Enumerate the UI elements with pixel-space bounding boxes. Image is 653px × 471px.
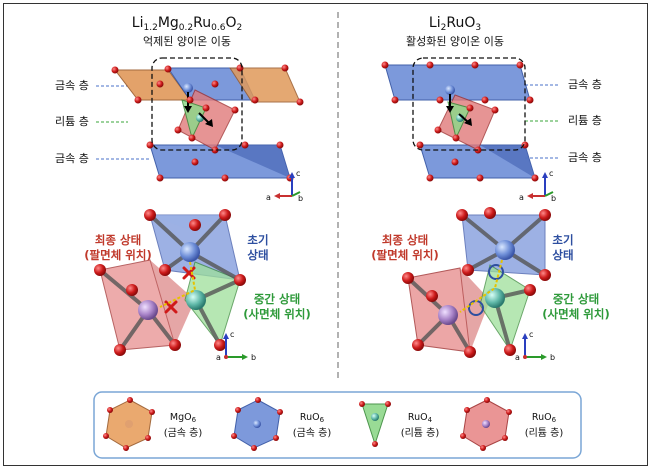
left-highlight-box [151,57,243,151]
left-zoom-structure [94,209,246,356]
right-zoom-structure [402,207,551,358]
left-intermediate-state-sublabel: (사면체 위치) [243,307,310,321]
right-subtitle: 활성화된 양이온 이동 [406,34,504,48]
legend-box [93,391,582,459]
left-initial-state-sublabel: 상태 [247,248,268,262]
svg-text:RuO6: RuO6 [300,412,325,424]
left-top-structure [111,57,304,182]
right-axes-top: c a b [519,169,556,203]
left-axes-bottom: c a b [216,330,256,362]
left-formula-title: Li1.2Mg0.2Ru0.6O2 [132,15,242,33]
left-final-state-label: 최종 상태 [95,233,141,247]
svg-text:RuO4: RuO4 [408,412,433,424]
svg-text:(리튬 층): (리튬 층) [525,427,564,439]
right-initial-state-sublabel: 상태 [552,248,573,262]
right-highlight-box [412,57,526,151]
svg-text:(금속 층): (금속 층) [164,427,203,439]
right-intermediate-state-label: 중간 상태 [553,292,599,306]
left-initial-state-label: 초기 [247,233,268,247]
svg-text:c: c [296,169,300,178]
right-top-structure [381,57,539,182]
legend-item-ruo6-metal: RuO6 (금속 층) [231,397,331,451]
legend-item-ruo6-lithium: RuO6 (리튬 층) [460,397,563,451]
left-label-metal-bottom: 금속 층 [55,152,89,165]
svg-text:b: b [551,194,556,203]
left-intermediate-state-label: 중간 상태 [254,292,300,306]
legend-item-ruo4-lithium: RuO4 (리튬 층) [359,401,439,447]
svg-text:a: a [216,353,221,362]
left-layer-labels: 금속 층 리튬 층 금속 층 [55,79,150,165]
svg-text:b: b [550,353,555,362]
right-layer-labels: 금속 층 리튬 층 금속 층 [525,78,602,164]
svg-text:(리튬 층): (리튬 층) [401,427,440,439]
right-final-state-label: 최종 상태 [382,233,428,247]
right-intermediate-state-sublabel: (사면체 위치) [542,307,609,321]
right-label-lithium: 리튬 층 [568,114,602,127]
legend-item-mgo6: MgO6 (금속 층) [103,397,202,451]
svg-text:RuO6: RuO6 [532,412,557,424]
svg-text:MgO6: MgO6 [170,412,197,424]
svg-text:b: b [251,353,256,362]
left-subtitle: 억제된 양이온 이동 [143,35,231,48]
right-label-metal-bottom: 금속 층 [568,151,602,164]
figure-frame [3,3,648,466]
left-final-state-sublabel: (팔면체 위치) [84,248,151,262]
svg-text:c: c [549,169,553,178]
left-axes-top: c a b [266,169,303,203]
svg-text:(금속 층): (금속 층) [293,427,332,439]
svg-text:a: a [519,193,524,202]
svg-text:c: c [230,330,234,339]
svg-text:b: b [298,194,303,203]
right-formula-title: Li2RuO3 [429,15,481,33]
left-label-metal-top: 금속 층 [55,79,89,92]
svg-text:a: a [515,353,520,362]
right-axes-bottom: c a b [515,330,555,362]
left-label-lithium: 리튬 층 [55,115,89,128]
svg-text:a: a [266,193,271,202]
right-final-state-sublabel: (팔면체 위치) [371,248,438,262]
right-initial-state-label: 초기 [552,233,573,247]
svg-text:c: c [529,330,533,339]
right-label-metal-top: 금속 층 [568,78,602,91]
